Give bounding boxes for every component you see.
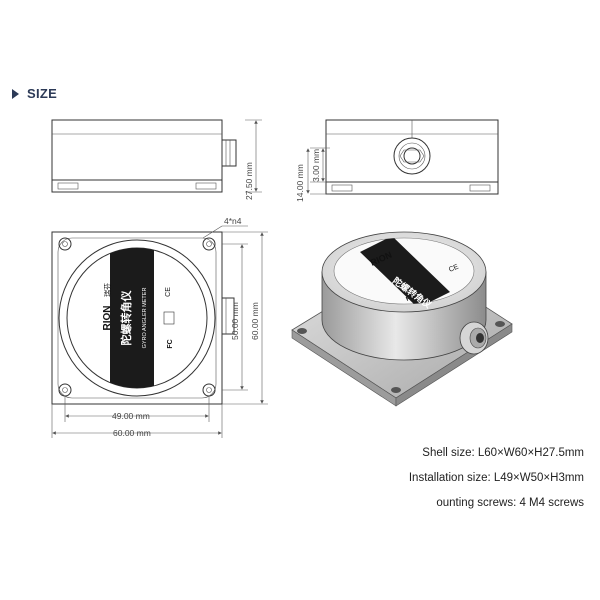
top-view — [51, 225, 268, 438]
side-view — [306, 119, 499, 195]
total-width-dimension-label: 60.00 mm — [113, 428, 151, 438]
offset-dimension-label: 3.00 mm — [311, 149, 321, 182]
iso-fc-mark: FC — [405, 294, 415, 303]
brand-cn-label: 瑞芬 — [103, 283, 112, 297]
iso-ce-mark: CE — [448, 263, 460, 273]
install-height-dimension-label: 50.00 mm — [230, 302, 240, 340]
install-width-dimension-label: 49.00 mm — [112, 411, 150, 421]
holes-dimension-label: 4*n4 — [224, 216, 242, 226]
brand-label: RION — [102, 306, 113, 331]
front-view — [51, 119, 262, 193]
title-cn-label: 陀螺转角仪 — [119, 290, 133, 346]
product-3d-view — [291, 231, 513, 407]
size-heading: SIZE — [12, 86, 57, 101]
spec-list: Shell size: L60×W60×H27.5mm Installation… — [409, 441, 584, 516]
side-height-dimension-label: 14.00 mm — [295, 164, 305, 202]
total-height-dimension-label: 60.00 mm — [250, 302, 260, 340]
spec-shell-size: Shell size: L60×W60×H27.5mm — [422, 447, 584, 459]
title-en-label: GYRO ANGLER METER — [142, 288, 148, 349]
axis-icon — [163, 311, 175, 325]
ce-mark: CE — [165, 287, 172, 297]
fc-mark: FC — [167, 339, 174, 348]
height-dimension-label: 27.50 mm — [244, 162, 254, 200]
spec-mounting-screws: ounting screws: 4 M4 screws — [436, 497, 584, 509]
top-view-label: RION 瑞芬 陀螺转角仪 GYRO ANGLER METER CE FC — [102, 283, 175, 349]
triangle-bullet-icon — [12, 88, 19, 99]
spec-installation-size: Installation size: L49×W50×H3mm — [408, 472, 584, 484]
size-heading-text: SIZE — [27, 86, 58, 101]
